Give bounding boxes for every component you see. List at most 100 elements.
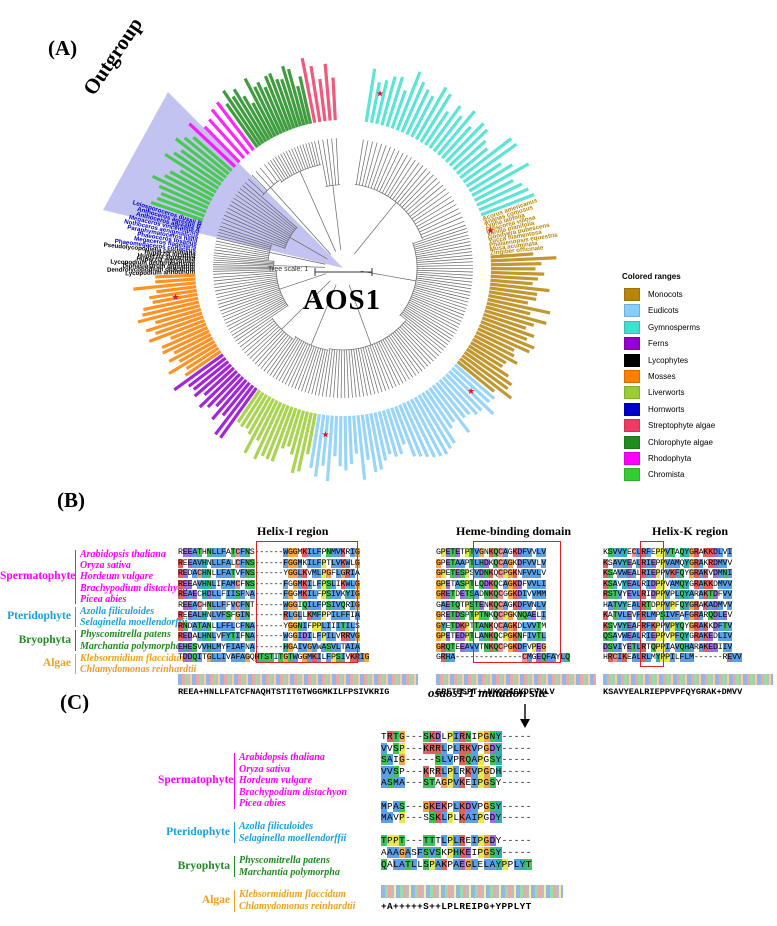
tree-branch: [213, 274, 277, 282]
legend-swatch: [624, 452, 640, 465]
tree-branch: [416, 277, 472, 286]
tree-branch: [249, 328, 281, 359]
tree-leaf-label: [338, 415, 343, 467]
tree-branch: [412, 292, 466, 313]
tree-leaf-label: [222, 89, 262, 147]
alignment-row: RSTVYEVLRIDPPVPLQYARAKTDFVV: [603, 590, 733, 599]
alignment-row: DSVIYETLRTQPPIAVQHARAKEDIIV: [603, 642, 733, 652]
star-icon: ★: [376, 88, 384, 98]
tree-leaf-label: [369, 81, 382, 124]
alignment-row: GPETEDPTLANKQCPGKNFIVTL: [436, 632, 546, 641]
alignment-row: HRCIKEALRLMYPPILFLM------REVV: [603, 653, 742, 662]
tree-branch: [411, 294, 465, 316]
tree-branch: [332, 185, 342, 251]
tree-leaf-label: [489, 282, 550, 293]
tree-branch: [404, 321, 442, 354]
tree-leaf-label: Lycopodium deuterodensum: [110, 259, 195, 268]
legend-swatch: [624, 353, 640, 367]
tree-branch: [219, 288, 280, 308]
tree-leaf-label: [347, 415, 354, 464]
alignment-row: MPAS---GKEKPLKDVPGSY-----: [381, 800, 532, 812]
tree-branch: [213, 255, 275, 262]
alignment-row: KSAVWEALRIEPPVKFQYGRAKVDMNI: [603, 569, 733, 578]
species-name: Selaginella moellendorffii: [80, 617, 188, 629]
tree-branch: [214, 277, 277, 289]
species-name: Azolla filiculoides: [239, 821, 314, 832]
tree-branch: [255, 171, 271, 188]
tree-branch: [273, 265, 326, 268]
alignment-row: REEATHNLLFATCFNS------WGGMKILFPNMVKRIG: [178, 548, 360, 557]
species-name: Hordeum vulgare: [80, 571, 154, 583]
tree-branch: [406, 304, 456, 334]
tree-branch: [222, 218, 287, 246]
tree-branch: [328, 320, 407, 351]
tree-leaf-label: [490, 278, 533, 286]
tree-leaf-label: [170, 322, 207, 340]
alignment-row: MAVP---SSKLPLKAIPGDY-----: [381, 812, 532, 824]
region-highlight-box: [640, 541, 664, 667]
tree-leaf-label: Dendrolycopodium obscurum: [107, 266, 196, 274]
tree-leaf-label: [211, 378, 248, 421]
legend-item: Gymnosperms: [624, 320, 700, 334]
legend-swatch: [624, 304, 640, 318]
tree-leaf-label: [431, 384, 471, 434]
tree-leaf-label: [253, 86, 280, 136]
tree-leaf-label: [373, 412, 388, 461]
tree-branches: [213, 138, 474, 398]
legend-label: Ferns: [648, 339, 669, 349]
tree-branch: [409, 299, 461, 325]
alignment-row: GAETQTPSTENKQCAGKDFVNLV: [436, 600, 546, 610]
legend-label: Rhodophyta: [648, 454, 692, 463]
tree-leaf-label: [145, 311, 203, 333]
tree-leaf-label: [231, 95, 265, 145]
tree-branch: [379, 150, 400, 192]
tree-leaf-label: [160, 191, 207, 214]
tree-leaf-label: Diphasiastrum digitatum: [122, 263, 195, 271]
taxon-group-label: Pteridophyte: [7, 610, 71, 623]
tree-branch: [404, 308, 452, 340]
taxon-group-bracket: [75, 550, 76, 604]
legend-swatch: [624, 370, 640, 383]
tree-branch: [237, 318, 273, 345]
legend-item: Mosses: [624, 370, 676, 383]
tree-branch: [362, 347, 376, 395]
tree-branch: [403, 309, 451, 343]
alignment-row: RNDATANLLFFLCFNA------YGGNIFPPLIIITILS: [178, 621, 360, 631]
alignment-row: GYETDKPTTANKQCAGKDLVVTM: [436, 621, 546, 631]
tree-branch: [416, 247, 472, 258]
tree-branch: [413, 228, 467, 246]
species-name: Marchantia polymorpha: [239, 866, 340, 878]
tree-branch: [280, 153, 293, 176]
tree-leaf-label: [356, 415, 367, 480]
tree-branch: [407, 184, 444, 215]
tree-branch: [419, 212, 461, 233]
tree-branch: [414, 237, 470, 252]
tree-branch: [288, 343, 309, 387]
tree-leaf-label: [424, 389, 454, 430]
tree-branch: [239, 188, 295, 231]
tree-branch: [348, 349, 353, 398]
tree-leaf-label: [151, 174, 211, 206]
tree-branch: [218, 228, 272, 246]
tree-leaf-label: [323, 63, 332, 121]
tree-leaf-label: [263, 86, 286, 133]
tree-branch: [416, 251, 473, 260]
tree-leaf-label: [180, 149, 225, 183]
tree-leaf-label: [290, 411, 309, 474]
sequence-logo: [381, 885, 563, 898]
alignment-row: REDACHNLLFATVFNS------YGGLKVMLPGFLGRIA: [178, 569, 360, 578]
tree-leaf-label: [309, 413, 322, 469]
tree-branch: [237, 191, 294, 233]
tree-branch: [213, 264, 274, 267]
alignment-row: KSVVYECLRFEPPVTAQYGRAKKDLVI: [603, 548, 733, 557]
consensus-sequence: REEA+HNLLFATCFNAQHTSTITGTWGGMKILFPSIVKRI…: [178, 687, 390, 697]
tree-branch: [376, 342, 397, 387]
tree-branch: [414, 285, 470, 300]
tree-leaf-label: [214, 384, 255, 436]
tree-branch: [311, 141, 318, 166]
tree-branch: [282, 152, 295, 175]
tree-leaf-label: [203, 125, 241, 164]
tree-branch: [284, 226, 298, 250]
alignment-row: ASMA---STAGPVKEIPGSY-----: [381, 777, 532, 789]
tree-leaf-label: [448, 369, 495, 416]
